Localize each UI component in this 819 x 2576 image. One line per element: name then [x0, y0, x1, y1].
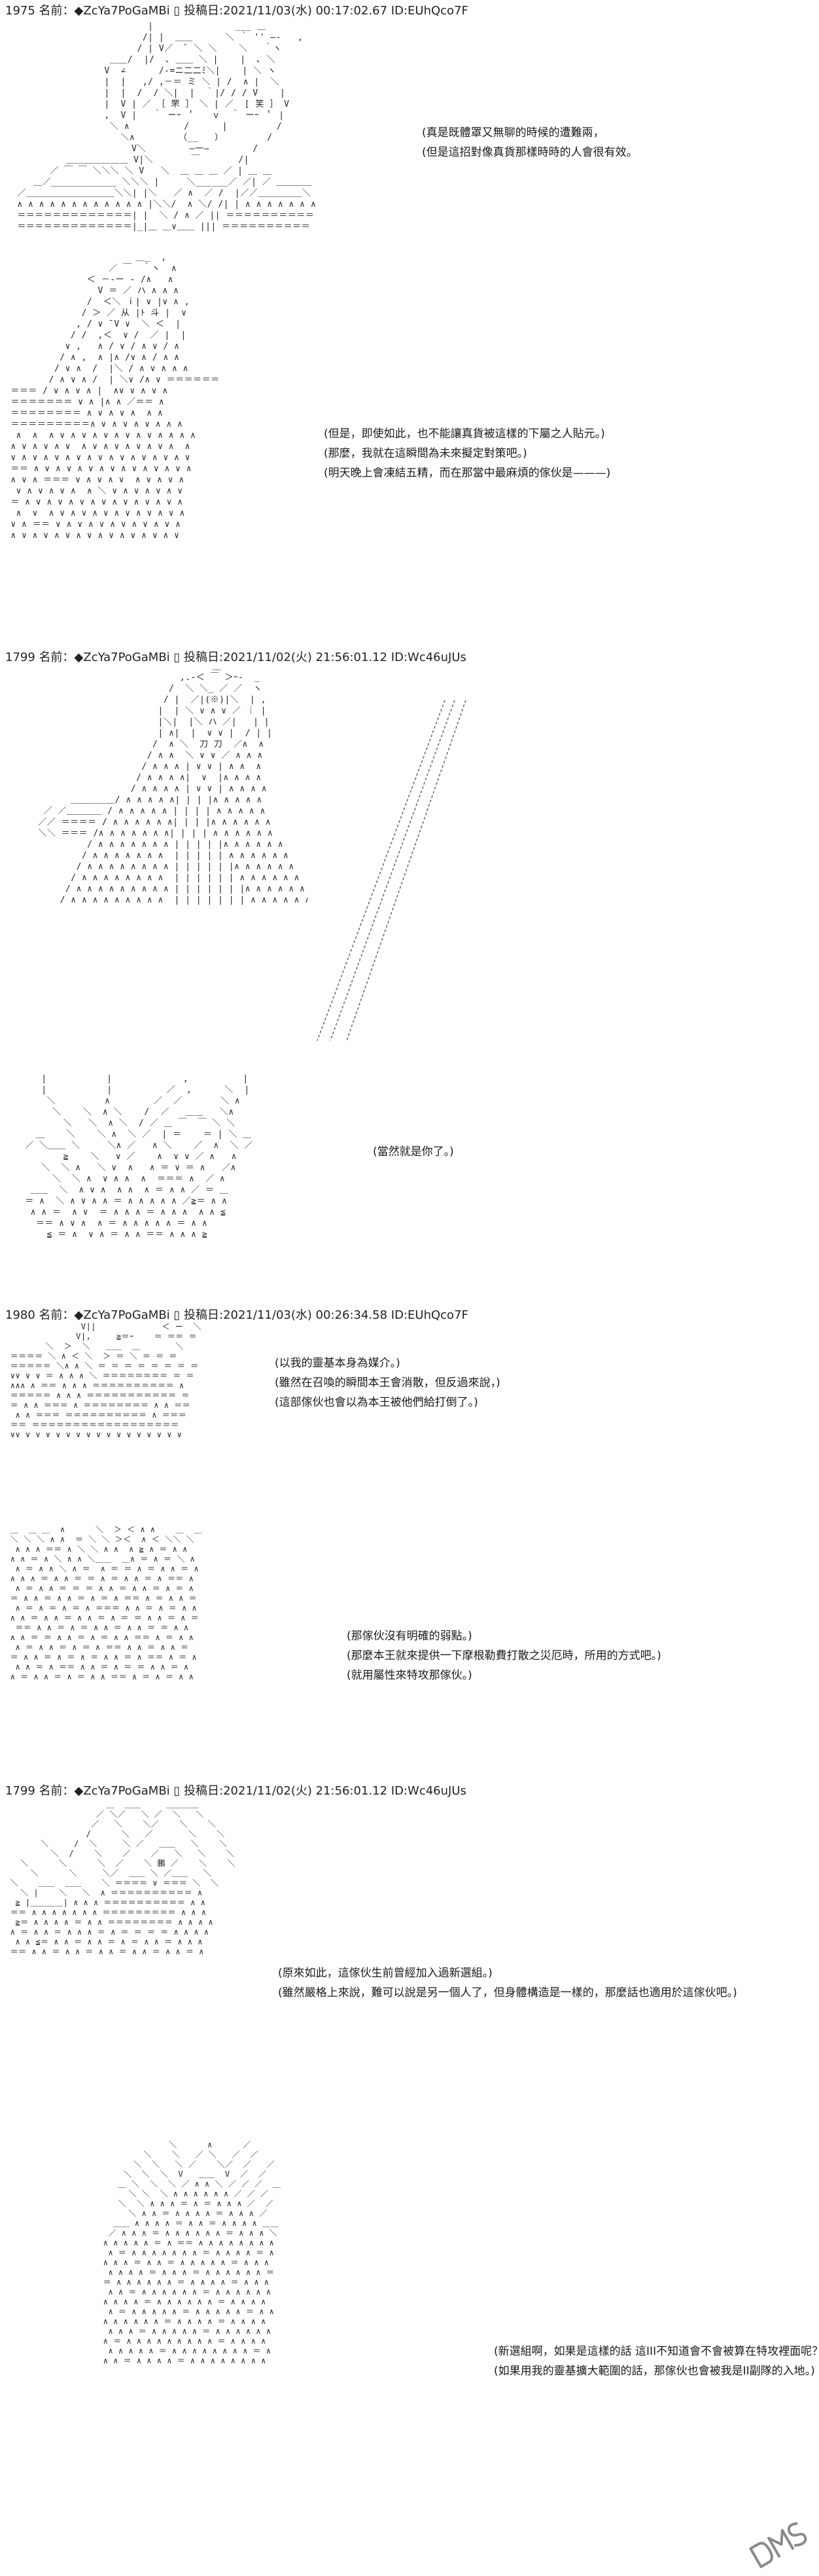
post-header: 1980 名前：◆ZcYa7PoGaMBi ▯ 投稿日:2021/11/03(水…: [5, 1308, 468, 1322]
ascii-art-figure: ＿ ＿＿ ＿＿＿＿ ／ ＼／ ＼ ／ ＼ ＼ ／ ＼ ＼／ ＼ ＼ / ＼ ／ …: [10, 1800, 235, 1956]
ascii-art-figure: ＿ ,.-＜ ￣ ＞ｰ- _ / ＼ ＼_ ／ ／ ヽ / | ／|(※)|＼ …: [38, 662, 307, 905]
post-header: 1799 名前：◆ZcYa7PoGaMBi ▯ 投稿日:2021/11/02(火…: [5, 1784, 466, 1798]
dialogue-line: (以我的靈基本身為媒介。): [275, 1357, 400, 1370]
dialogue-line: (但是，即使如此，也不能讓真貨被這樣的下屬之人貼元。): [324, 427, 605, 440]
ascii-art-figure: V|| ＜ ー ＼ V|, ≧＝ｰ ＝ ＝＝ ＝ ＼ ＞ ＼ ＿＿ ＿ ＼ ＝＝…: [10, 1322, 202, 1439]
dialogue-block: (新選組啊，如果是這樣的話 這III不知道會不會被算在特攻裡面呢？) (如果用我…: [494, 2342, 819, 2381]
ascii-art-figure: | ___ ＿ /| | ＿＿ ＼ ｀ '' ―- , / | V／ ﾞ ＼ ＼…: [17, 22, 317, 232]
dialogue-line: (雖然在召喚的瞬間本王會消散，但反過來說，): [275, 1376, 500, 1389]
ascii-art-figure: ＼ ∧ ／ ＼ ＼ ／ ＼ ／ ／ ＼ ＼ ＼ ／ ＼／ ／ ／ ＼ ＼ ＼ V…: [103, 2140, 281, 2365]
dialogue-block: (原來如此，這傢伙生前曾經加入過新選組。) (雖然嚴格上來說，難可以說是另一個人…: [278, 1963, 737, 2003]
dialogue-block: (真是既體罩又無聊的時候的遭難兩， (但是這招對像真貨那樣時時的人會很有效。: [422, 123, 638, 162]
dialogue-line: (原來如此，這傢伙生前曾經加入過新選組。): [278, 1967, 493, 1980]
dialogue-line: (那麼，我就在這瞬間為未來擬定對策吧。): [324, 447, 527, 460]
dialogue-line: (但是這招對像真貨那樣時時的人會很有效。: [422, 146, 638, 159]
dialogue-line: (真是既體罩又無聊的時候的遭難兩，: [422, 126, 604, 139]
post-header: 1799 名前：◆ZcYa7PoGaMBi ▯ 投稿日:2021/11/02(火…: [5, 651, 466, 664]
dialogue-block: (當然就是你了。): [373, 1142, 454, 1162]
ascii-art-figure: ＿ ＿ ＿ ∧ ＼ ＞ ＜ ∧ ∧ ＿ ＿ ＼ ＼ ＼ ∧ ∧ ＝ ＼ ＼ ＞＜…: [10, 1525, 202, 1681]
post-header: 1975 名前：◆ZcYa7PoGaMBi ▯ 投稿日:2021/11/03(水…: [5, 4, 468, 18]
dialogue-line: (那麼本王就來提供一下摩根勒費打散之災厄時，所用的方式吧。): [347, 1649, 661, 1662]
dialogue-block: (以我的靈基本身為媒介。) (雖然在召喚的瞬間本王會消散，但反過來說，) (這部…: [275, 1353, 500, 1412]
dialogue-line: (如果用我的靈基擴大範圍的話，那傢伙也會被我是II副隊的入地。): [494, 2365, 815, 2378]
dialogue-line: (這部傢伙也會以為本王被他們給打倒了。): [275, 1396, 478, 1409]
dialogue-line: (新選組啊，如果是這樣的話 這III不知道會不會被算在特攻裡面呢？): [494, 2345, 819, 2358]
ascii-art-figure: | | , | | | ／ , ＼ | ＼ ∧ ／ ／ ＼ ∧ ＼ ＼ ∧ ＼ …: [25, 1074, 253, 1240]
dialogue-line: (雖然嚴格上來說，難可以說是另一個人了，但身體構造是一樣的，那麼話也適用於這傢伙…: [278, 1986, 737, 1999]
dialogue-line: (當然就是你了。): [373, 1145, 454, 1158]
site-watermark-logo: [749, 2522, 807, 2568]
ascii-art-figure: ＿_ , ／ ￣ ｀ヽ ∧ ＜ －‐ー ‐ /∧ ∧ V ＝ ／ ハ ∧ ∧ ∧…: [10, 253, 220, 541]
dialogue-line: (那傢伙沒有明確的弱點。): [347, 1630, 472, 1643]
dialogue-block: (那傢伙沒有明確的弱點。) (那麼本王就來提供一下摩根勒費打散之災厄時，所用的方…: [347, 1626, 661, 1685]
dialogue-line: (明天晚上會凍結五精，而在那當中最麻煩的傢伙是———): [324, 467, 611, 480]
dialogue-line: (就用屬性來特攻那傢伙。): [347, 1669, 472, 1682]
dialogue-block: (但是，即使如此，也不能讓真貨被這樣的下屬之人貼元。) (那麼，我就在這瞬間為未…: [324, 424, 610, 483]
